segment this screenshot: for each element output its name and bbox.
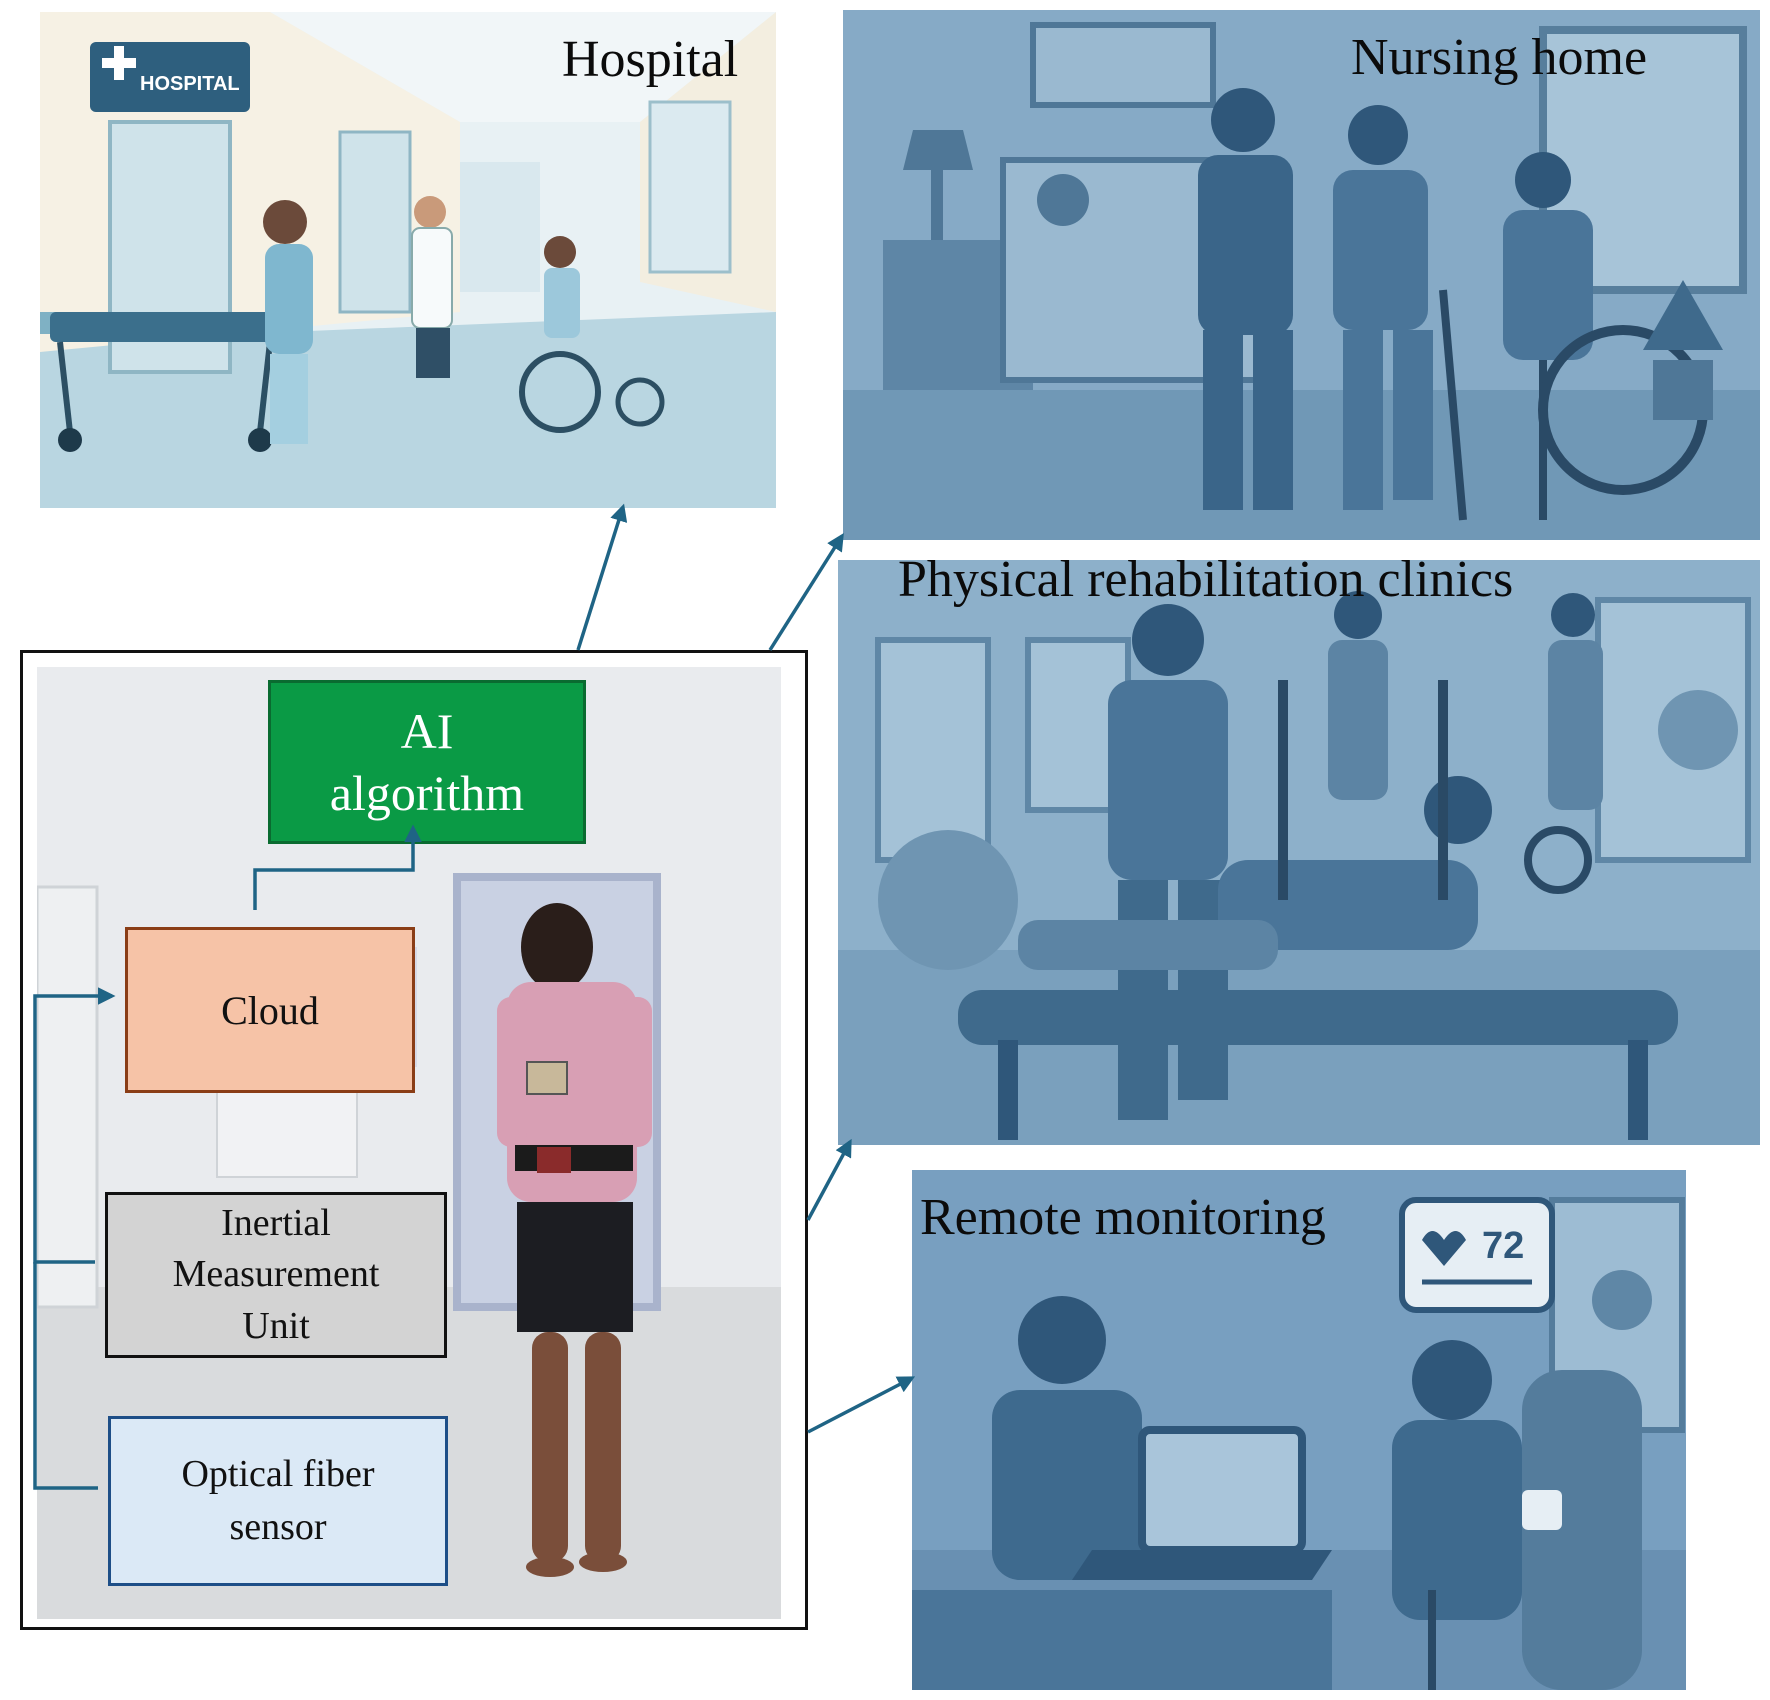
hospital-title: Hospital [562,31,739,88]
imu-line-2: Measurement [172,1253,380,1296]
ai-line-2: algorithm [329,765,525,821]
nursing-home-illustration [843,10,1760,540]
arrow-to-hospital [576,503,628,651]
patient-walking-illustration [37,667,781,1619]
nursing-home-title: Nursing home [1351,29,1648,86]
hospital-sign-text: HOSPITAL [140,73,240,95]
imu-line-1: Inertial [221,1202,331,1245]
optical-fiber-sensor-box: Optical fiber sensor [108,1416,448,1586]
arrow-to-nursing-home [768,533,844,651]
hospital-scene: HOSPITAL Hospital [40,12,776,508]
rehab-clinic-illustration [838,560,1760,1145]
remote-monitoring-scene: 72 Remote monitoring [912,1170,1686,1690]
remote-monitoring-illustration: 72 [912,1170,1686,1690]
laptop [1138,1426,1306,1554]
ai-line-1: AI [400,702,454,759]
imu-box: Inertial Measurement Unit [105,1192,447,1358]
hospital-illustration: HOSPITAL [40,12,776,508]
ofs-line-2: sensor [229,1506,327,1548]
monitoring-system-panel: AI algorithm Cloud Inertial Measurement … [20,650,808,1630]
rehab-clinic-scene: Physical rehabilitation clinics [838,560,1760,1145]
cloud-label: Cloud [221,987,319,1033]
arrow-to-remote-monitoring [807,1376,916,1434]
imu-device [526,1061,568,1095]
arrow-to-rehab [806,1138,852,1221]
nursing-home-scene: Nursing home [843,10,1760,540]
heart-rate-monitor [1399,1197,1555,1313]
rehab-title: Physical rehabilitation clinics [898,560,1514,608]
gait-photo: AI algorithm Cloud Inertial Measurement … [37,667,781,1619]
cloud-box: Cloud [125,927,415,1093]
imu-line-3: Unit [242,1304,310,1347]
ai-algorithm-box: AI algorithm [268,680,586,844]
heart-rate-value: 72 [1482,1225,1524,1267]
remote-monitoring-title: Remote monitoring [920,1189,1326,1246]
heart-icon [1422,1231,1466,1266]
ofs-line-1: Optical fiber [181,1452,375,1495]
